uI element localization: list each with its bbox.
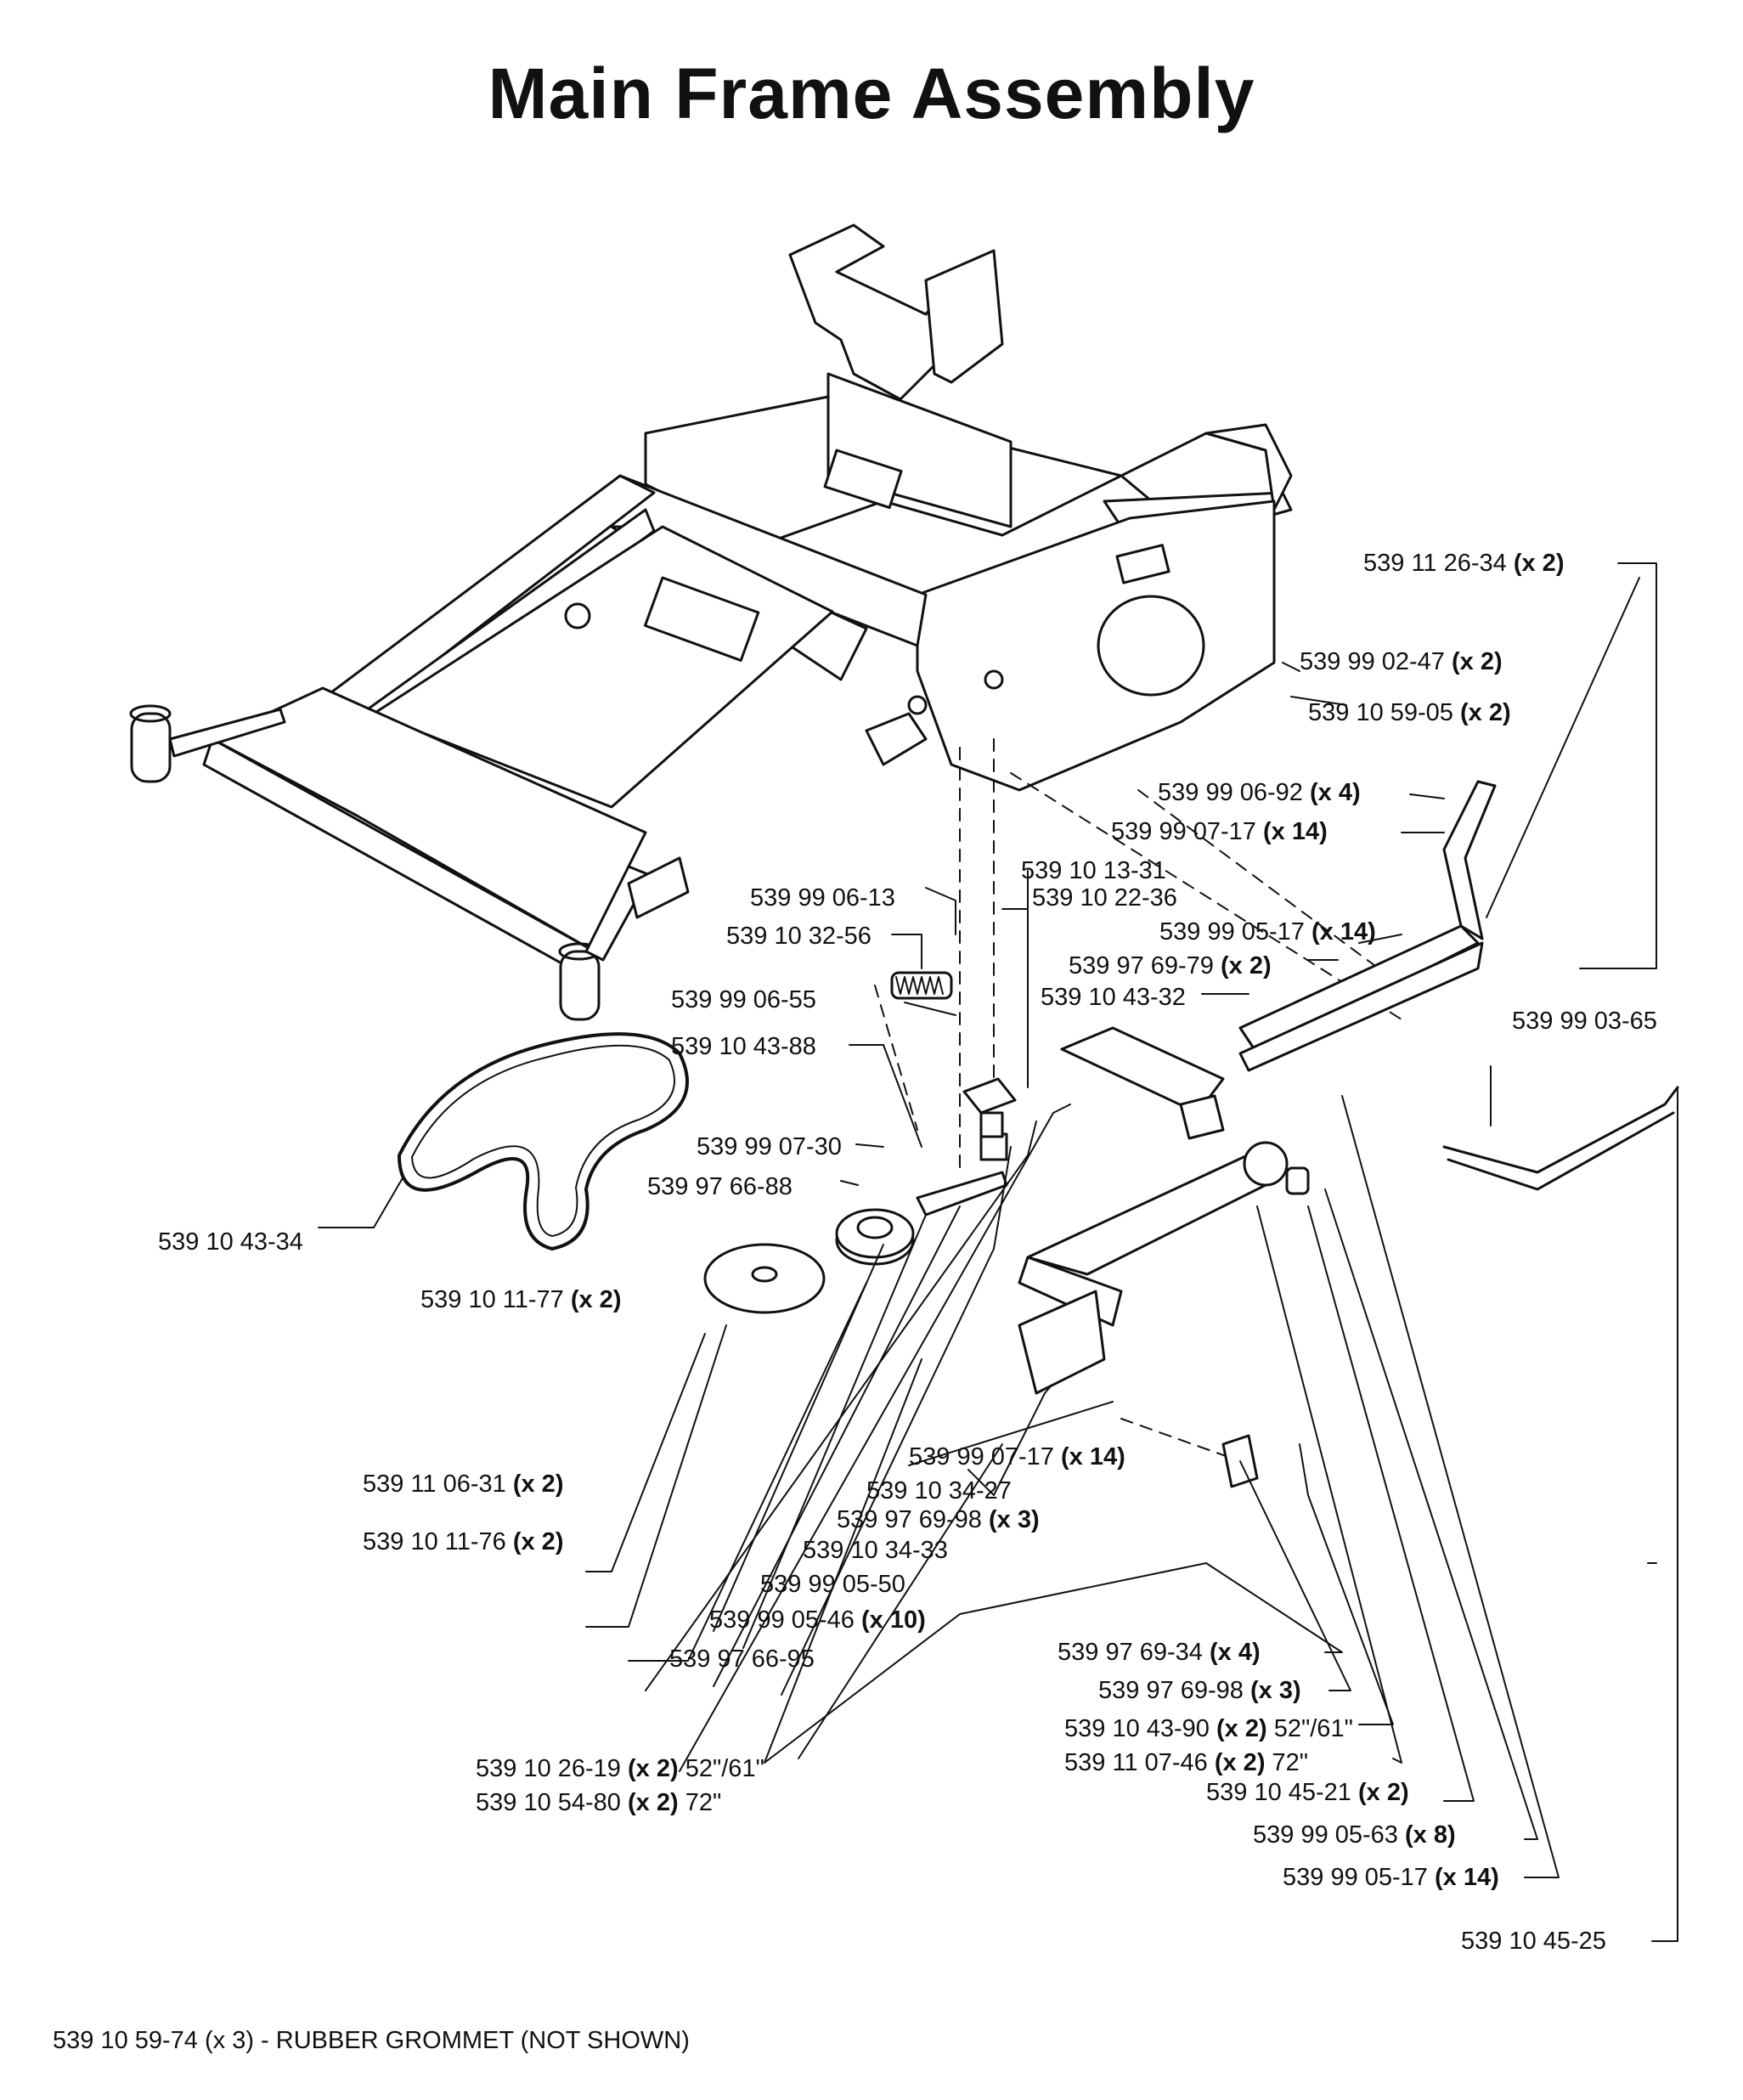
label-539-99-02-47: 539 99 02-47 (x 2) xyxy=(1300,648,1503,675)
label-539-10-11-77: 539 10 11-77 (x 2) xyxy=(420,1286,622,1313)
label-539-10-26-19: 539 10 26-19 (x 2) 52"/61" xyxy=(476,1755,764,1782)
label-539-99-06-55: 539 99 06-55 xyxy=(671,986,816,1013)
label-539-11-26-34: 539 11 26-34 (x 2) xyxy=(1363,550,1565,577)
label-539-97-69-98-b: 539 97 69-98 (x 3) xyxy=(1098,1677,1301,1704)
label-539-11-06-31: 539 11 06-31 (x 2) xyxy=(363,1471,564,1498)
label-539-99-05-46: 539 99 05-46 (x 10) xyxy=(709,1606,926,1634)
label-539-10-59-05: 539 10 59-05 (x 2) xyxy=(1308,699,1511,726)
label-539-97-66-88: 539 97 66-88 xyxy=(647,1173,793,1200)
label-539-97-69-34: 539 97 69-34 (x 4) xyxy=(1058,1639,1261,1666)
label-539-99-03-65: 539 99 03-65 xyxy=(1512,1008,1657,1035)
page-title: Main Frame Assembly xyxy=(488,54,1255,133)
label-539-10-43-32: 539 10 43-32 xyxy=(1041,984,1186,1011)
label-539-97-69-79: 539 97 69-79 (x 2) xyxy=(1069,952,1272,979)
label-539-99-07-17-b: 539 99 07-17 (x 14) xyxy=(909,1443,1125,1471)
main-frame xyxy=(129,223,1293,1021)
label-539-99-05-17-b: 539 99 05-17 (x 14) xyxy=(1283,1864,1499,1891)
footnote: 539 10 59-74 (x 3) - RUBBER GROMMET (NOT… xyxy=(53,2027,690,2054)
label-539-99-07-30: 539 99 07-30 xyxy=(697,1133,842,1160)
label-539-10-13-31: 539 10 13-31 xyxy=(1021,857,1166,884)
label-539-10-45-25: 539 10 45-25 xyxy=(1461,1928,1606,1955)
label-539-11-07-46: 539 11 07-46 (x 2) 72" xyxy=(1064,1749,1309,1776)
label-539-99-06-13: 539 99 06-13 xyxy=(750,884,895,912)
assembly-lines xyxy=(874,738,1402,1462)
label-539-10-34-33: 539 10 34-33 xyxy=(803,1537,948,1564)
label-539-99-05-17: 539 99 05-17 (x 14) xyxy=(1159,918,1376,946)
label-539-99-05-63: 539 99 05-63 (x 8) xyxy=(1253,1821,1456,1849)
label-539-97-69-98: 539 97 69-98 (x 3) xyxy=(837,1506,1040,1533)
label-539-10-22-36: 539 10 22-36 xyxy=(1032,884,1177,912)
label-539-10-54-80: 539 10 54-80 (x 2) 72" xyxy=(476,1789,722,1816)
label-539-10-43-34: 539 10 43-34 xyxy=(158,1228,303,1256)
label-539-10-43-90: 539 10 43-90 (x 2) 52"/61" xyxy=(1064,1715,1353,1742)
label-539-10-45-21: 539 10 45-21 (x 2) xyxy=(1206,1779,1409,1806)
label-539-99-05-50: 539 99 05-50 xyxy=(760,1571,905,1598)
label-539-97-66-95: 539 97 66-95 xyxy=(669,1646,815,1673)
label-539-10-32-56: 539 10 32-56 xyxy=(726,923,872,950)
label-539-10-11-76: 539 10 11-76 (x 2) xyxy=(363,1528,564,1555)
right-brackets xyxy=(1018,780,1679,1488)
label-539-99-07-17: 539 99 07-17 (x 14) xyxy=(1111,818,1328,845)
leader-lines xyxy=(318,562,1678,1942)
label-539-10-43-88: 539 10 43-88 xyxy=(671,1033,816,1060)
label-539-99-06-92: 539 99 06-92 (x 4) xyxy=(1158,779,1361,806)
label-539-10-34-27: 539 10 34-27 xyxy=(866,1477,1012,1504)
